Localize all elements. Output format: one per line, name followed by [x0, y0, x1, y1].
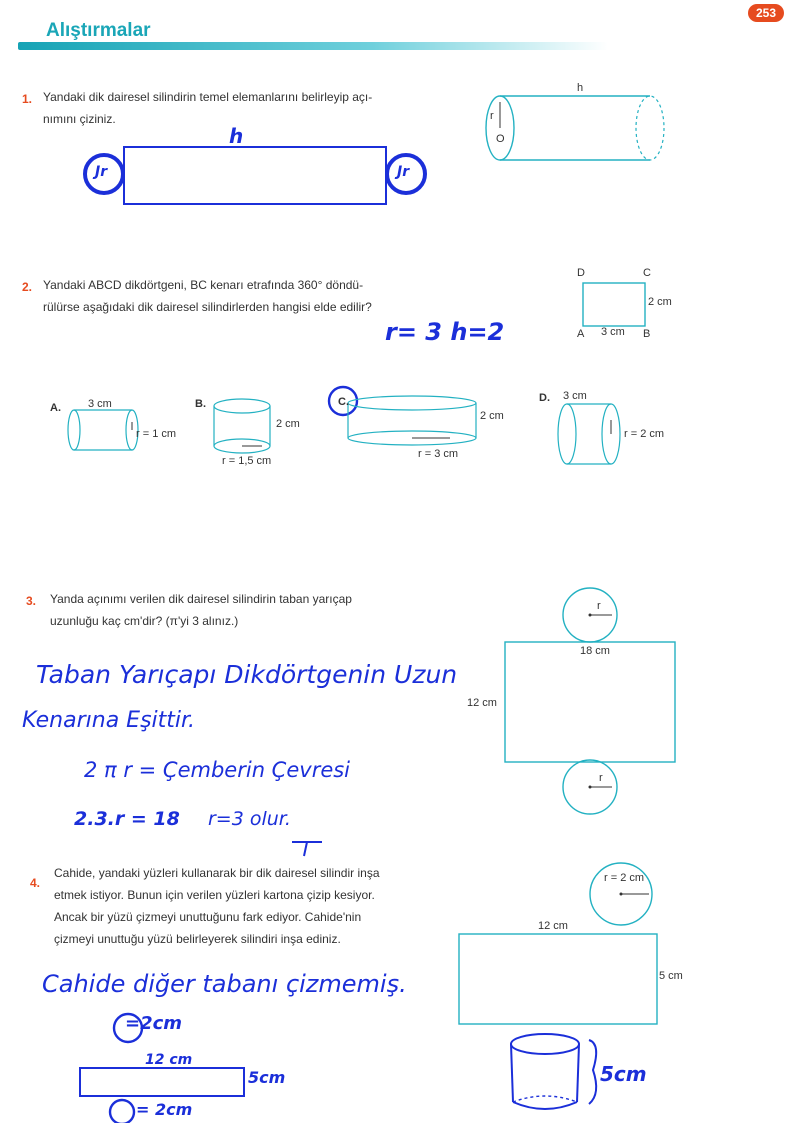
q2-option-c-cylinder	[327, 385, 477, 446]
q2-option-a-cylinder	[67, 409, 139, 451]
q4-fig-width: 12 cm	[538, 920, 568, 932]
q2-option-b-side: 2 cm	[276, 418, 300, 430]
q3-net-figure	[504, 587, 676, 815]
q2-text-line1: Yandaki ABCD dikdörtgeni, BC kenarı etra…	[43, 278, 364, 292]
page-title: Alıştırmalar	[46, 20, 151, 41]
q4-hw-width: 12 cm	[145, 1052, 193, 1068]
q4-fig-height: 5 cm	[659, 970, 683, 982]
q2-option-b-letter: B.	[195, 398, 206, 410]
q2-option-c-side: 2 cm	[480, 410, 504, 422]
q2-option-d-letter: D.	[539, 392, 550, 404]
title-underline	[18, 42, 608, 50]
q4-fig-r-label: r = 2 cm	[604, 872, 645, 884]
q3-text-line1: Yanda açınımı verilen dik dairesel silin…	[50, 592, 352, 606]
q1-fig-o-label: O	[496, 133, 505, 145]
q2-option-d-side: r = 2 cm	[624, 428, 665, 440]
q1-hw-h: h	[229, 124, 244, 148]
q2-option-d-top: 3 cm	[563, 390, 587, 402]
q2-option-a-top: 3 cm	[88, 398, 112, 410]
q3-hw-underline-mark	[292, 841, 322, 857]
q2-label-d: D	[577, 267, 585, 279]
q1-handwritten-net	[83, 146, 427, 205]
q2-label-height: 2 cm	[648, 296, 672, 308]
q1-fig-r-label: r	[490, 110, 494, 122]
q3-hw-line4a: 2.3.r = 18	[74, 808, 180, 830]
q4-hw-net	[79, 1012, 245, 1123]
q2-rectangle-abcd	[582, 282, 646, 327]
q2-option-c-bottom: r = 3 cm	[418, 448, 459, 460]
q2-label-width: 3 cm	[601, 326, 625, 338]
q1-text-line2: nımını çiziniz.	[43, 112, 116, 126]
q2-number: 2.	[22, 280, 33, 294]
q4-text-line1: Cahide, yandaki yüzleri kullanarak bir d…	[54, 866, 380, 880]
q4-hw-cylinder	[510, 1033, 598, 1110]
q2-option-a-side: r = 1 cm	[136, 428, 177, 440]
q2-option-a-letter: A.	[50, 402, 61, 414]
q4-text-line4: çizmeyi unuttuğu yüzü belirleyerek silin…	[54, 932, 341, 946]
q1-hw-r-right: Jr	[397, 164, 410, 180]
q2-hw-answer: r= 3 h=2	[385, 318, 505, 346]
q1-number: 1.	[22, 92, 33, 106]
q2-text-line2: rülürse aşağıdaki dik dairesel silindirl…	[43, 300, 372, 314]
q1-hw-r-left: Jr	[95, 164, 108, 180]
q2-label-a: A	[577, 328, 585, 340]
q3-hw-line1: Taban Yarıçapı Dikdörtgenin Uzun	[36, 660, 458, 689]
q2-label-c: C	[643, 267, 651, 279]
q3-fig-width: 18 cm	[580, 645, 610, 657]
q4-hw-line1: Cahide diğer tabanı çizmemiş.	[42, 970, 407, 998]
q2-option-d-cylinder	[557, 403, 621, 465]
q4-rectangle-face	[458, 933, 658, 1025]
q2-option-b-bottom: r = 1,5 cm	[222, 455, 272, 467]
q3-fig-height: 12 cm	[467, 697, 497, 709]
q4-text-line2: etmek istiyor. Bunun için verilen yüzler…	[54, 888, 375, 902]
q4-hw-cylinder-height: 5cm	[600, 1062, 647, 1086]
q1-cylinder-figure	[485, 95, 665, 161]
q4-number: 4.	[30, 876, 41, 890]
q1-text-line1: Yandaki dik dairesel silindirin temel el…	[43, 90, 373, 104]
q3-number: 3.	[26, 594, 37, 608]
q2-option-b-cylinder	[213, 398, 271, 454]
q1-fig-h-label: h	[577, 82, 584, 94]
q4-text-line3: Ancak bir yüzü çizmeyi unuttuğunu fark e…	[54, 910, 362, 924]
page-number-badge: 253	[748, 4, 784, 22]
q3-hw-line3: 2 π r = Çemberin Çevresi	[84, 758, 351, 782]
q4-circle-face	[589, 862, 653, 926]
q3-text-line2: uzunluğu kaç cm'dir? (π'yi 3 alınız.)	[50, 614, 239, 628]
q3-fig-r-top: r	[597, 600, 601, 612]
q3-fig-r-bottom: r	[599, 772, 603, 784]
q2-label-b: B	[643, 328, 651, 340]
q2-option-c-letter: C.	[338, 396, 349, 408]
q4-hw-r1: =2cm	[125, 1013, 183, 1034]
q4-hw-r2: = 2cm	[136, 1100, 193, 1119]
q3-hw-line4b: r=3 olur.	[208, 808, 291, 830]
q4-hw-height: 5cm	[248, 1068, 286, 1087]
q3-hw-line2: Kenarına Eşittir.	[22, 708, 196, 733]
